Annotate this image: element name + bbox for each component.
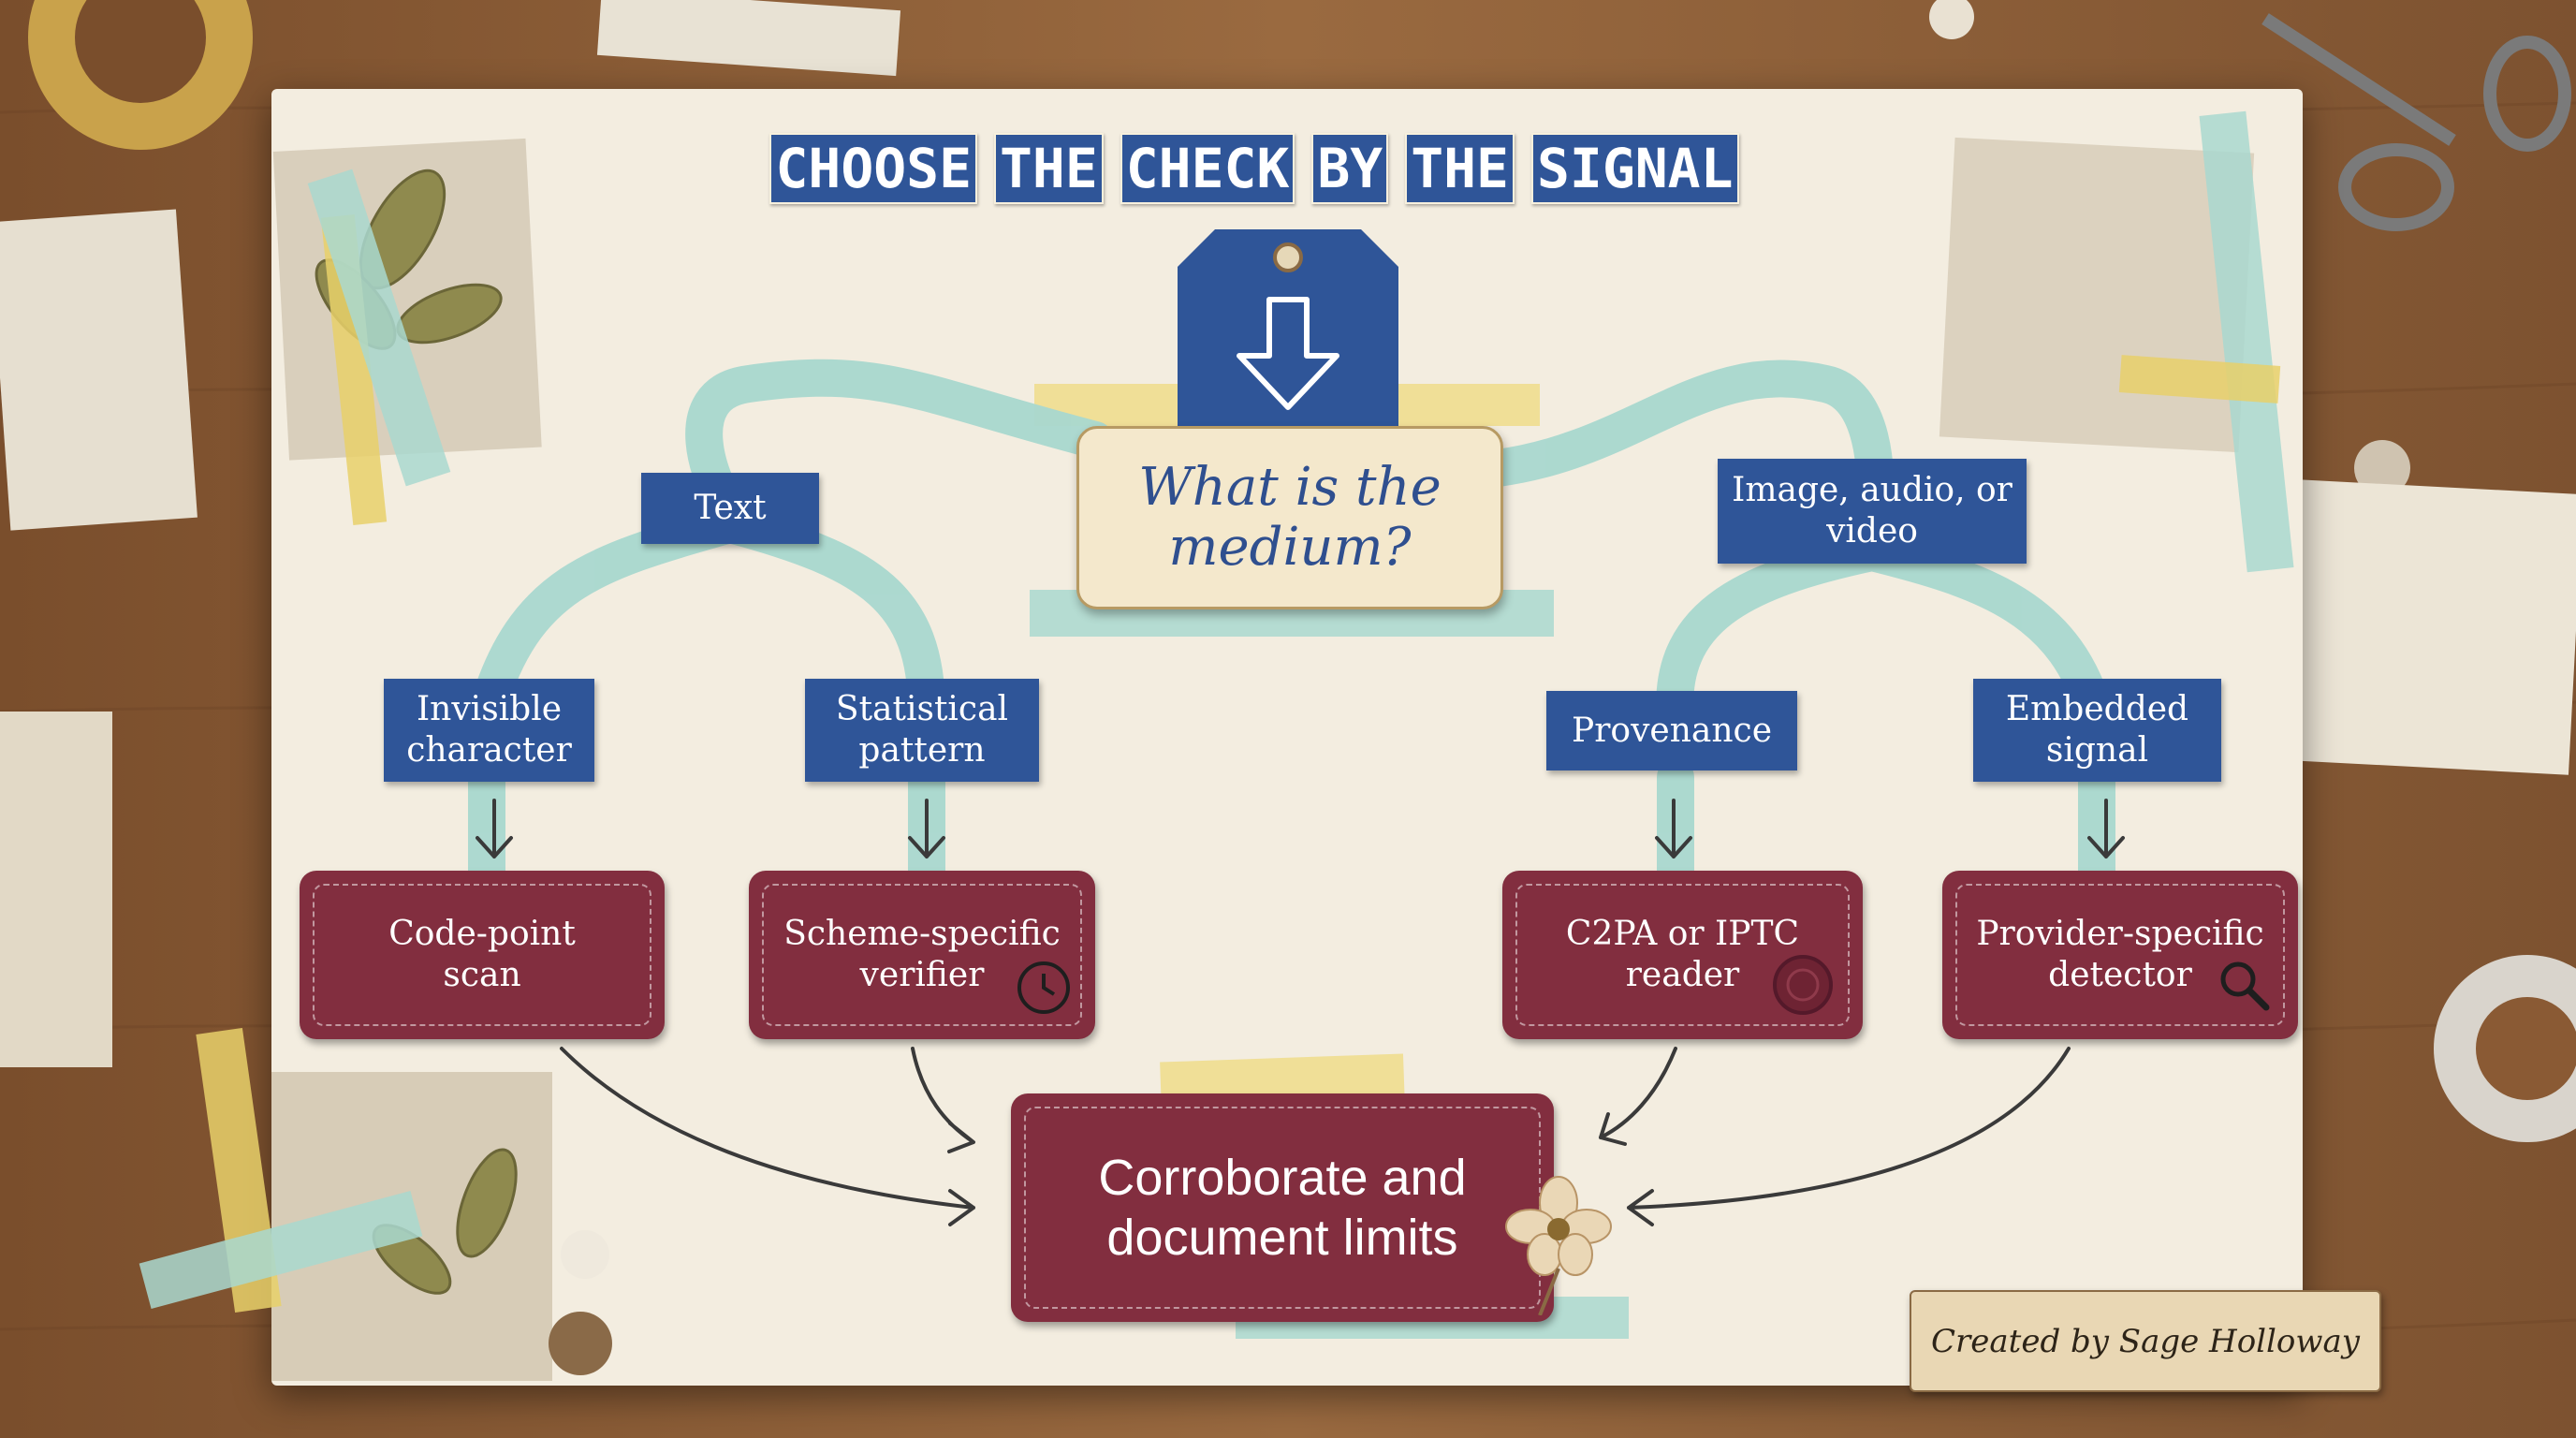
title-word: THE: [994, 133, 1104, 208]
medium-question: What is the medium?: [1076, 426, 1503, 609]
title-word: CHECK: [1120, 133, 1295, 208]
signal-invisible-character: Invisible character: [384, 679, 594, 782]
signal-embedded: Embedded signal: [1973, 679, 2221, 782]
title-word: CHOOSE: [769, 133, 977, 208]
arrow-c2pa-final: [1599, 1047, 1677, 1146]
arrow-provider-final: [1627, 1047, 2071, 1226]
arrow-codepoint-final: [560, 1047, 975, 1226]
arrow-down-icon: [908, 799, 945, 858]
button-decor: [1929, 0, 1974, 39]
final-corroborate-document-limits: Corroborate and document limits: [1011, 1093, 1554, 1322]
clock-icon: [1017, 961, 1070, 1014]
button-decor: [549, 1312, 612, 1375]
branch-media: Image, audio, or video: [1718, 459, 2027, 564]
title-word: BY: [1311, 133, 1389, 208]
title-word: SIGNAL: [1530, 133, 1739, 208]
ribbon-media-provenance: [1656, 534, 1891, 740]
down-arrow-tag-icon: [1178, 229, 1398, 426]
page-title: CHOOSE THE CHECK BY THE SIGNAL: [599, 133, 1910, 208]
signal-statistical-pattern: Statistical pattern: [805, 679, 1039, 782]
arrow-down-icon: [2087, 799, 2125, 858]
check-provider-specific-detector: Provider-specific detector: [1942, 871, 2298, 1039]
arrow-down-icon: [476, 799, 513, 858]
ribbon-to-text: [685, 359, 1114, 529]
branch-text: Text: [641, 473, 819, 544]
arrow-scheme-final: [911, 1047, 975, 1153]
creator-credit: Created by Sage Holloway: [1910, 1290, 2381, 1392]
arrow-down-icon: [1655, 799, 1692, 858]
scissors-decor: [2261, 13, 2571, 231]
wax-seal-icon: [1773, 955, 1833, 1015]
check-code-point-scan: Code-point scan: [300, 871, 665, 1039]
check-scheme-specific-verifier: Scheme-specific verifier: [749, 871, 1095, 1039]
check-c2pa-iptc-reader: C2PA or IPTC reader: [1502, 871, 1863, 1039]
signal-provenance: Provenance: [1546, 691, 1797, 770]
pressed-flower-icon: [1505, 1176, 1612, 1315]
title-word: THE: [1405, 133, 1515, 208]
magnifier-icon: [2220, 961, 2270, 1011]
